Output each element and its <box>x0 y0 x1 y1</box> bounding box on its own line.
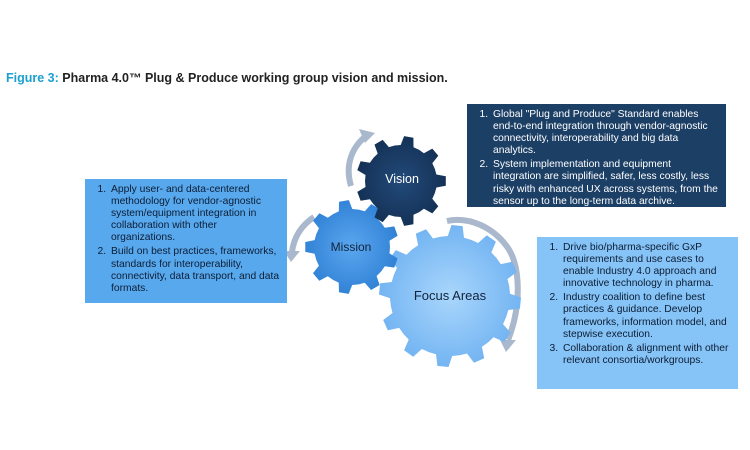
figure-title: Figure 3: Pharma 4.0™ Plug & Produce wor… <box>6 71 448 85</box>
focus-list: Drive bio/pharma-specific GxP requiremen… <box>541 242 732 367</box>
focus-item: Collaboration & alignment with other rel… <box>561 343 732 367</box>
arrow-vision-to-mission <box>289 214 316 253</box>
arrow-focus-cycle-head <box>500 340 516 352</box>
vision-gear-icon <box>357 136 446 226</box>
gear-layer <box>305 136 521 367</box>
focus-gear-icon <box>379 225 521 367</box>
arrow-mission-to-vision-head <box>359 129 375 143</box>
focus-item: Industry coalition to define best practi… <box>561 292 732 340</box>
vision-item: Global "Plug and Produce" Standard enabl… <box>491 109 720 157</box>
mission-list: Apply user- and data-centered methodolog… <box>89 184 281 295</box>
figure-label: Figure 3: <box>6 71 59 85</box>
figure-caption: Pharma 4.0™ Plug & Produce working group… <box>62 71 448 85</box>
mission-gear-label: Mission <box>330 240 372 254</box>
focus-gear-label: Focus Areas <box>413 288 487 303</box>
vision-list: Global "Plug and Produce" Standard enabl… <box>471 109 720 208</box>
arrow-mission-to-vision <box>345 133 368 187</box>
focus-item: Drive bio/pharma-specific GxP requiremen… <box>561 242 732 290</box>
vision-textbox: Global "Plug and Produce" Standard enabl… <box>467 104 726 207</box>
vision-gear-label: Vision <box>385 172 419 186</box>
mission-item: Apply user- and data-centered methodolog… <box>109 184 281 244</box>
vision-item: System implementation and equipment inte… <box>491 159 720 207</box>
mission-gear-icon <box>305 200 398 294</box>
focus-textbox: Drive bio/pharma-specific GxP requiremen… <box>537 237 738 389</box>
mission-textbox: Apply user- and data-centered methodolog… <box>85 179 287 303</box>
mission-item: Build on best practices, frameworks, sta… <box>109 246 281 294</box>
arrow-vision-to-mission-head <box>284 251 300 262</box>
arrow-focus-cycle <box>446 216 521 342</box>
